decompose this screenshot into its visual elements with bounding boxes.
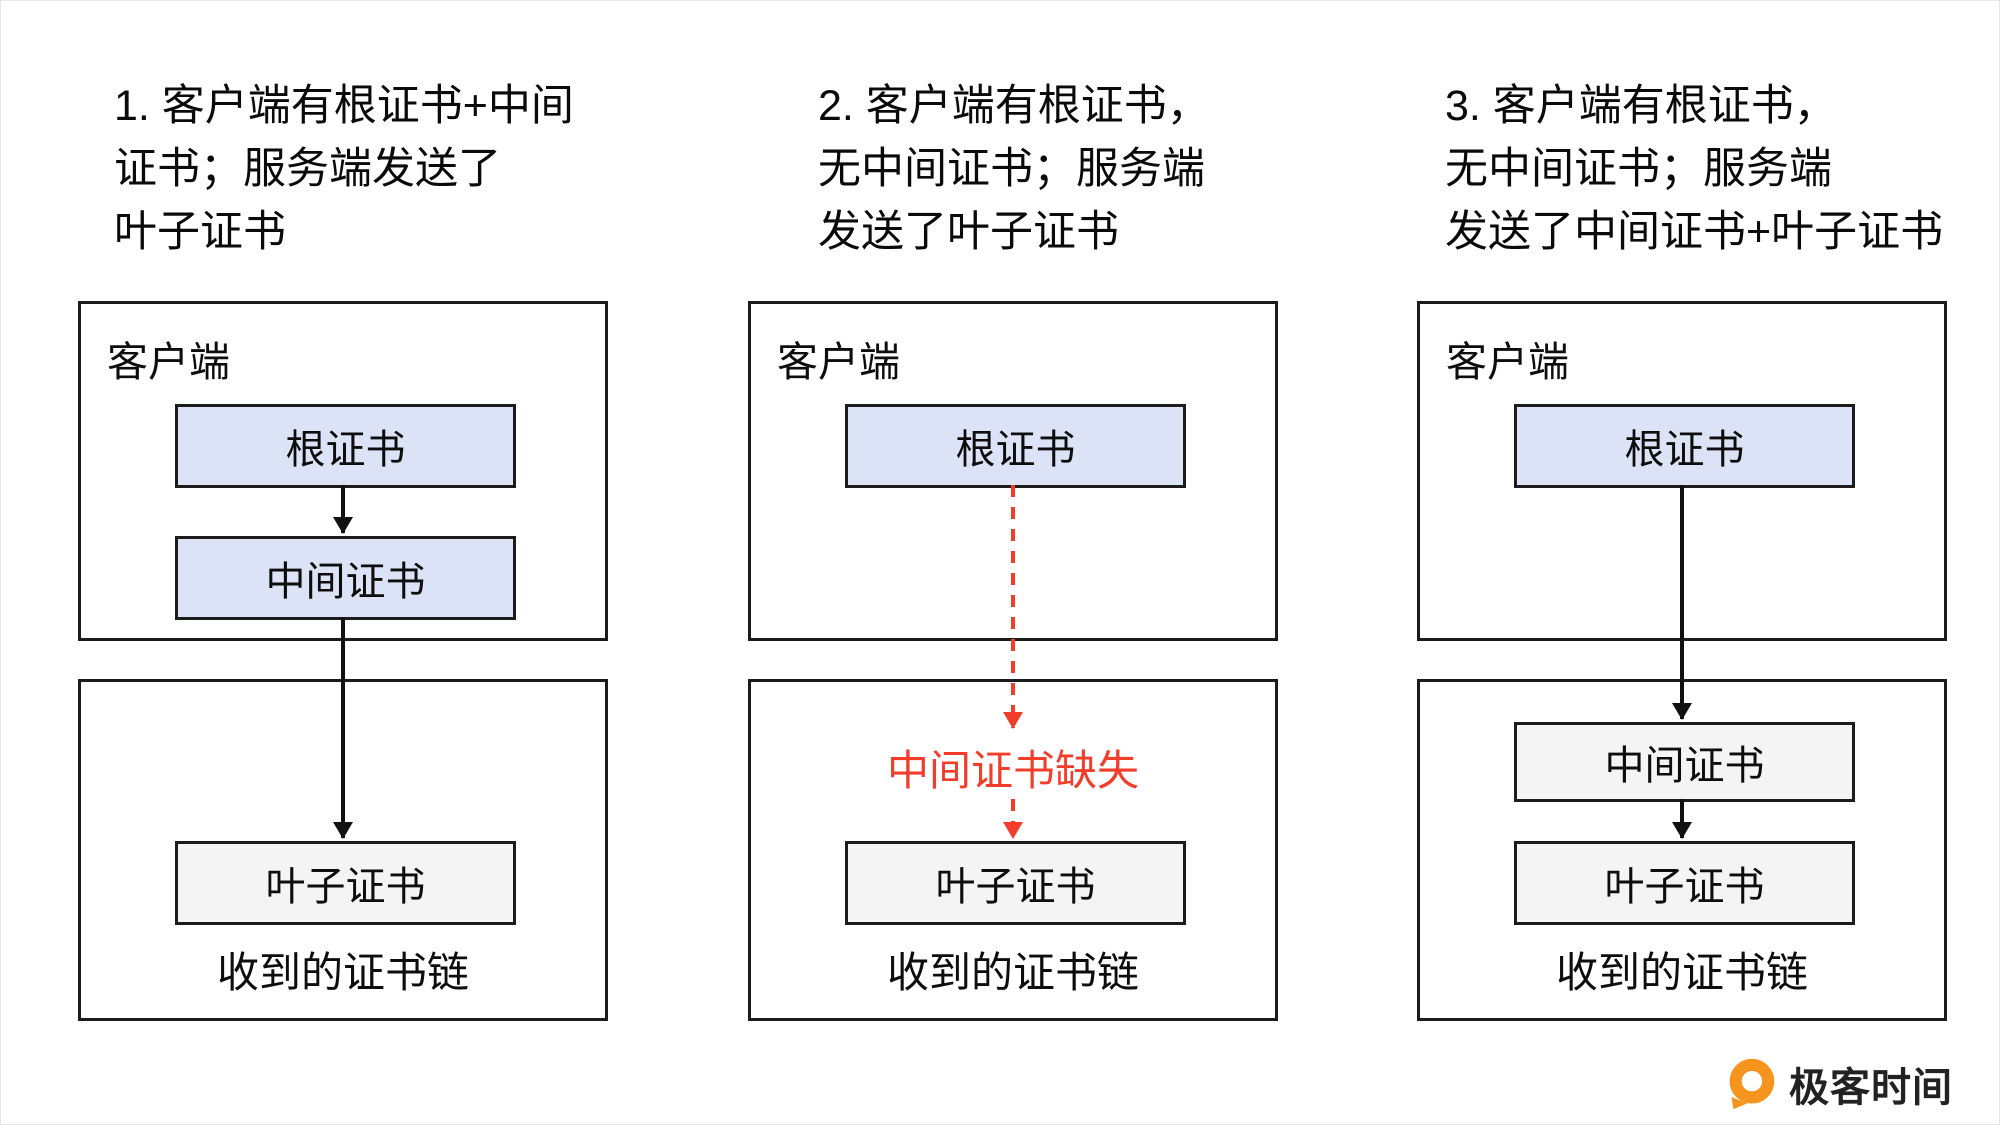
dashed-arrow-root-to-missing xyxy=(1003,485,1023,729)
panel-caption: 1. 客户端有根证书+中间 证书；服务端发送了 叶子证书 xyxy=(114,82,574,256)
arrow-root-to-intermediate xyxy=(1672,485,1692,720)
chain-box-label: 收到的证书链 xyxy=(1555,949,1808,996)
geektime-logo-icon xyxy=(1729,1058,1775,1110)
dashed-arrow-missing-to-leaf xyxy=(1003,799,1023,839)
root-cert-box: 根证书 xyxy=(175,404,516,488)
client-box-label: 客户端 xyxy=(1446,339,1569,385)
client-box: 客户端 根证书 中间证书 xyxy=(78,301,608,641)
panel-caption: 3. 客户端有根证书， 无中间证书；服务端 发送了中间证书+叶子证书 xyxy=(1445,82,1944,256)
leaf-cert-box: 叶子证书 xyxy=(845,841,1186,925)
panel-3: 3. 客户端有根证书， 无中间证书；服务端 发送了中间证书+叶子证书 客户端 根… xyxy=(1417,1,1947,1124)
received-chain-box: 中间证书 叶子证书 收到的证书链 xyxy=(1417,679,1947,1021)
chain-box-label: 收到的证书链 xyxy=(216,949,469,996)
missing-intermediate-label: 中间证书缺失 xyxy=(886,747,1139,794)
intermediate-cert-box: 中间证书 xyxy=(175,536,516,620)
root-cert-box: 根证书 xyxy=(1514,404,1855,488)
leaf-cert-box: 叶子证书 xyxy=(1514,841,1855,925)
received-chain-box: 叶子证书 收到的证书链 xyxy=(748,679,1278,1021)
panel-1: 1. 客户端有根证书+中间 证书；服务端发送了 叶子证书 客户端 根证书 中间证… xyxy=(78,1,608,1124)
client-box-label: 客户端 xyxy=(107,339,230,385)
root-cert-box: 根证书 xyxy=(845,404,1186,488)
geektime-logo: 极客时间 xyxy=(1725,1055,1953,1113)
geektime-logo-text: 极客时间 xyxy=(1789,1066,1953,1110)
panel-caption: 2. 客户端有根证书， 无中间证书；服务端 发送了叶子证书 xyxy=(818,82,1210,256)
leaf-cert-box: 叶子证书 xyxy=(175,841,516,925)
arrow-intermediate-to-leaf xyxy=(1672,799,1692,839)
arrow-root-to-intermediate xyxy=(333,485,353,534)
chain-box-label: 收到的证书链 xyxy=(886,949,1139,996)
arrow-intermediate-to-leaf xyxy=(333,617,353,839)
intermediate-cert-box: 中间证书 xyxy=(1514,722,1855,802)
client-box-label: 客户端 xyxy=(777,339,900,385)
panel-2: 2. 客户端有根证书， 无中间证书；服务端 发送了叶子证书 客户端 根证书 叶子… xyxy=(748,1,1278,1124)
